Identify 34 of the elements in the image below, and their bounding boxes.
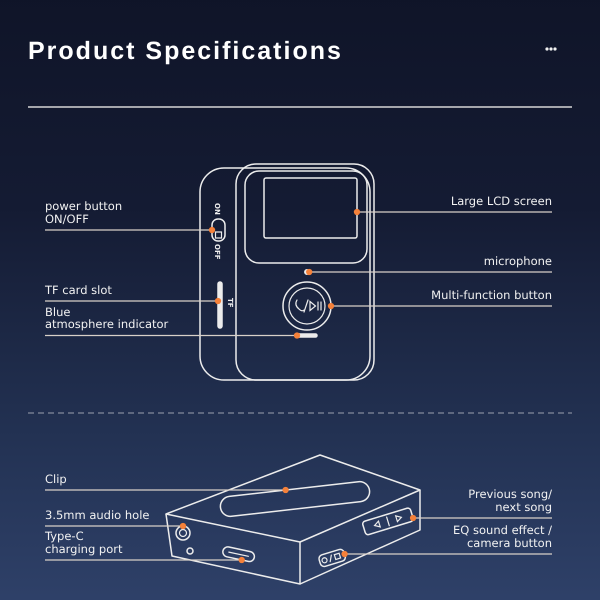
callout-label: Type-C charging port <box>45 530 122 559</box>
lcd-screen <box>263 177 358 239</box>
leader-line <box>354 208 552 216</box>
control-button <box>282 281 332 331</box>
leader-line <box>45 332 300 339</box>
leader-line <box>306 268 552 276</box>
track-buttons <box>361 506 415 536</box>
usb-port <box>221 545 256 564</box>
leader-line <box>410 514 552 522</box>
audio-jack <box>175 525 191 541</box>
eq-button <box>317 548 348 568</box>
callout-label: EQ sound effect / camera button <box>453 524 552 553</box>
leader-line <box>45 556 245 564</box>
callout-label: Clip <box>45 472 67 489</box>
callout-label: Previous song/ next song <box>468 488 552 517</box>
leader-line <box>328 302 552 310</box>
power-switch <box>211 218 226 242</box>
callout-label: TF card slot <box>45 284 112 300</box>
callout-label: Blue atmosphere indicator <box>45 306 168 334</box>
callout-label: Multi-function button <box>431 288 552 305</box>
callout-label: Large LCD screen <box>450 194 552 211</box>
leader-line <box>45 522 186 530</box>
indicator-light <box>296 333 318 338</box>
leader-line <box>341 550 552 558</box>
callout-label: microphone <box>484 254 552 271</box>
belt-clip <box>218 480 372 518</box>
microphone-hole <box>304 269 310 275</box>
leader-line <box>45 486 289 494</box>
leader-line <box>45 298 222 304</box>
callout-label: power button ON/OFF <box>45 200 122 229</box>
card-slot <box>217 281 223 329</box>
callout-label: 3.5mm audio hole <box>45 508 150 525</box>
page-title: Product Specifications <box>28 36 343 66</box>
leader-line <box>45 226 216 234</box>
